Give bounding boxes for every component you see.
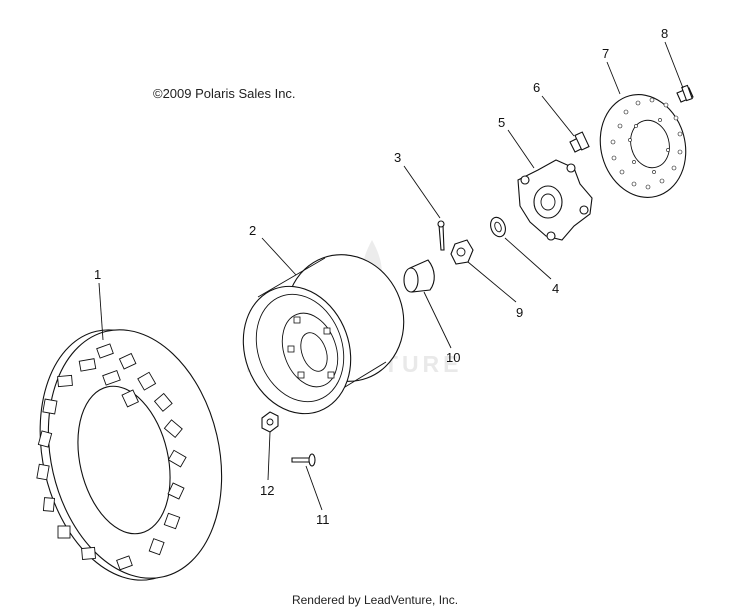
brake-disc xyxy=(599,94,687,198)
footer-credit: Rendered by LeadVenture, Inc. xyxy=(291,593,459,607)
callout-2: 2 xyxy=(249,223,256,238)
hub-cap xyxy=(403,259,435,293)
wheel-rim xyxy=(242,254,405,415)
valve-stem xyxy=(291,453,316,467)
copyright-notice: ©2009 Polaris Sales Inc. xyxy=(153,86,296,101)
disc-bolt xyxy=(676,84,694,103)
wheel-hub xyxy=(517,159,593,241)
wheel-stud xyxy=(569,131,590,153)
callout-1: 1 xyxy=(94,267,101,282)
callout-11: 11 xyxy=(316,512,330,527)
callout-9: 9 xyxy=(516,305,523,320)
castle-nut xyxy=(450,239,474,265)
callout-5: 5 xyxy=(498,115,505,130)
callout-4: 4 xyxy=(552,281,559,296)
cotter-pin xyxy=(437,220,445,251)
leader-lines xyxy=(98,41,684,511)
callout-8: 8 xyxy=(661,26,668,41)
washer xyxy=(490,216,506,238)
callout-10: 10 xyxy=(446,350,460,365)
lug-nut xyxy=(261,411,279,433)
callout-labels: 1 2 3 4 5 6 7 8 9 10 11 12 xyxy=(94,26,668,527)
callout-7: 7 xyxy=(602,46,609,61)
callout-6: 6 xyxy=(533,80,540,95)
callout-12: 12 xyxy=(260,483,274,498)
tire xyxy=(36,329,223,581)
callout-3: 3 xyxy=(394,150,401,165)
